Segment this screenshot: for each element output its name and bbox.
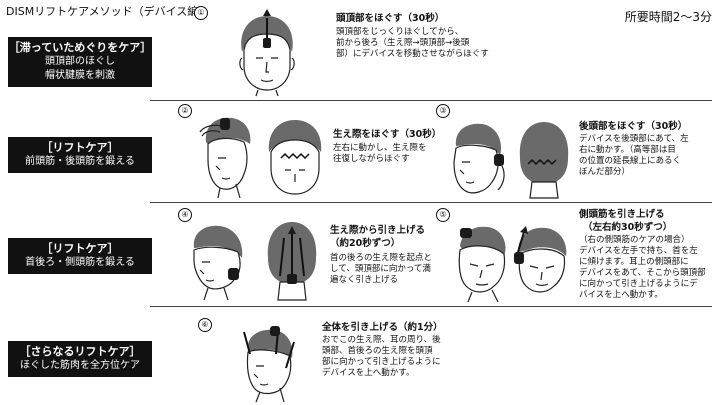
step-desc-line: 右に動かす。（高等部は目 — [579, 145, 676, 155]
step-desc-line: 前から後ろ（生え際→頭頂部→後頭 — [336, 38, 470, 48]
step-description: おでこの生え際、耳の周り、後 頭部、首後ろの生え際を頭頂 部に向かって引き上げる… — [322, 335, 441, 379]
step-title-sub: （約20秒ずつ） — [330, 238, 401, 249]
head-side-neck-illustration — [193, 225, 243, 301]
section-divider — [150, 306, 712, 307]
step-desc-line: デバイスを後頭部にあて、左 — [579, 134, 689, 144]
duration-label: 所要時間2〜3分 — [624, 10, 712, 24]
head-back-arrows-illustration — [267, 222, 317, 301]
step-desc-line: ぼんだ部分） — [579, 167, 631, 177]
step-desc-line: 首の後ろの生え際を起点と — [330, 253, 433, 263]
step-desc-line: デバイスを上へ動かす。 — [322, 368, 415, 378]
head-front-top-illustration — [268, 120, 322, 195]
head-front-illustration — [239, 9, 295, 97]
category-title: ［滞っていためぐりをケア］ — [8, 41, 152, 54]
step-title: 頭頂部をほぐす（30秒） — [336, 13, 445, 24]
head-side-hand-illustration — [199, 117, 251, 199]
category-desc: ほぐした筋肉を全方位ケア — [20, 360, 140, 371]
head-side-back-illustration — [453, 123, 505, 194]
step-title: 後頭部をほぐす（30秒） — [579, 121, 688, 132]
category-desc: 帽状腱膜を刺激 — [45, 70, 115, 81]
step-desc-line: 部）にデバイスを移動させながらほぐす — [336, 49, 489, 59]
category-title: ［リフトケア］ — [41, 141, 119, 154]
head-back-illustration — [519, 122, 569, 199]
step-desc-line: おでこの生え際、耳の周り、後 — [322, 335, 441, 345]
step-desc-line: 左右に動かし、生え際を — [333, 143, 427, 153]
step-number: ② — [178, 104, 192, 118]
step-description: 頭頂部をじっくりほぐしてから、 前から後ろ（生え際→頭頂部→後頭 部）にデバイス… — [336, 27, 489, 60]
step-desc-line: （右の側頭筋のケアの場合） — [579, 235, 690, 245]
step-number: ③ — [436, 104, 450, 118]
step-desc-line: 頭部、首後ろの生え際を頭頂 — [322, 346, 433, 356]
category-label-4: ［さらなるリフトケア］ ほぐした筋肉を全方位ケア — [8, 341, 152, 377]
step-desc-line: に傾けます。耳上の側頭部に — [579, 257, 689, 267]
step-desc-line: 遍なく引き上げる — [330, 275, 399, 285]
category-title: ［リフトケア］ — [41, 242, 119, 255]
page-title: DISMリフトケアメソッド（デバイス編） — [6, 5, 210, 18]
step-desc-line: バイスを上へ動かす。 — [579, 290, 663, 300]
step-title: 全体を引き上げる（約1分） — [322, 322, 443, 333]
step-desc-line: 往復しながらほぐす — [333, 154, 410, 164]
step-description: デバイスを後頭部にあて、左 右に動かす。（高等部は目 の位置の延長線上にあるく … — [579, 134, 689, 178]
step-title: 側頭筋を引き上げる — [579, 209, 665, 220]
step-title: 生え際から引き上げる — [330, 225, 426, 236]
step-desc-line: デバイスを左手で持ち、首を左 — [579, 246, 698, 256]
category-desc: 首後ろ・側頭筋を鍛える — [25, 257, 135, 268]
step-description: （右の側頭筋のケアの場合） デバイスを左手で持ち、首を左 に傾けます。耳上の側頭… — [579, 235, 706, 301]
step-title-sub: （左右約30秒ずつ） — [583, 222, 673, 233]
step-title: 生え際をほぐす（30秒） — [333, 129, 442, 140]
step-number: ④ — [178, 208, 192, 222]
step-desc-line: の位置の延長線上にあるく — [579, 156, 682, 166]
step-description: 首の後ろの生え際を起点と して、頭頂部に向かって満 遍なく引き上げる — [330, 253, 432, 286]
category-label-1: ［滞っていためぐりをケア］ 頭頂部のほぐし 帽状腱膜を刺激 — [8, 37, 152, 87]
step-desc-line: に向かって引き上げるようにデ — [579, 279, 698, 289]
step-desc-line: 頭頂部をじっくりほぐしてから、 — [336, 27, 464, 37]
step-desc-line: デバイスをあて、そこから頭頂部 — [579, 268, 706, 278]
category-label-3: ［リフトケア］ 首後ろ・側頭筋を鍛える — [8, 238, 152, 274]
section-divider — [150, 202, 712, 203]
step-number: ⑥ — [198, 318, 212, 332]
section-divider — [150, 100, 712, 101]
category-desc: 前頭筋・後頭筋を鍛える — [25, 156, 135, 167]
step-number: ① — [194, 6, 208, 20]
category-desc: 頭頂部のほぐし — [45, 56, 115, 67]
category-title: ［さらなるリフトケア］ — [19, 345, 141, 358]
step-description: 左右に動かし、生え際を 往復しながらほぐす — [333, 143, 427, 165]
head-tilted-illustration — [458, 226, 506, 303]
step-desc-line: して、頭頂部に向かって満 — [330, 264, 431, 274]
head-side-arrows-illustration — [243, 326, 295, 403]
step-desc-line: 部に向かって引き上げるように — [322, 357, 441, 367]
step-number: ⑤ — [436, 208, 450, 222]
head-tilted-front-illustration — [514, 226, 567, 293]
category-label-2: ［リフトケア］ 前頭筋・後頭筋を鍛える — [8, 137, 152, 173]
